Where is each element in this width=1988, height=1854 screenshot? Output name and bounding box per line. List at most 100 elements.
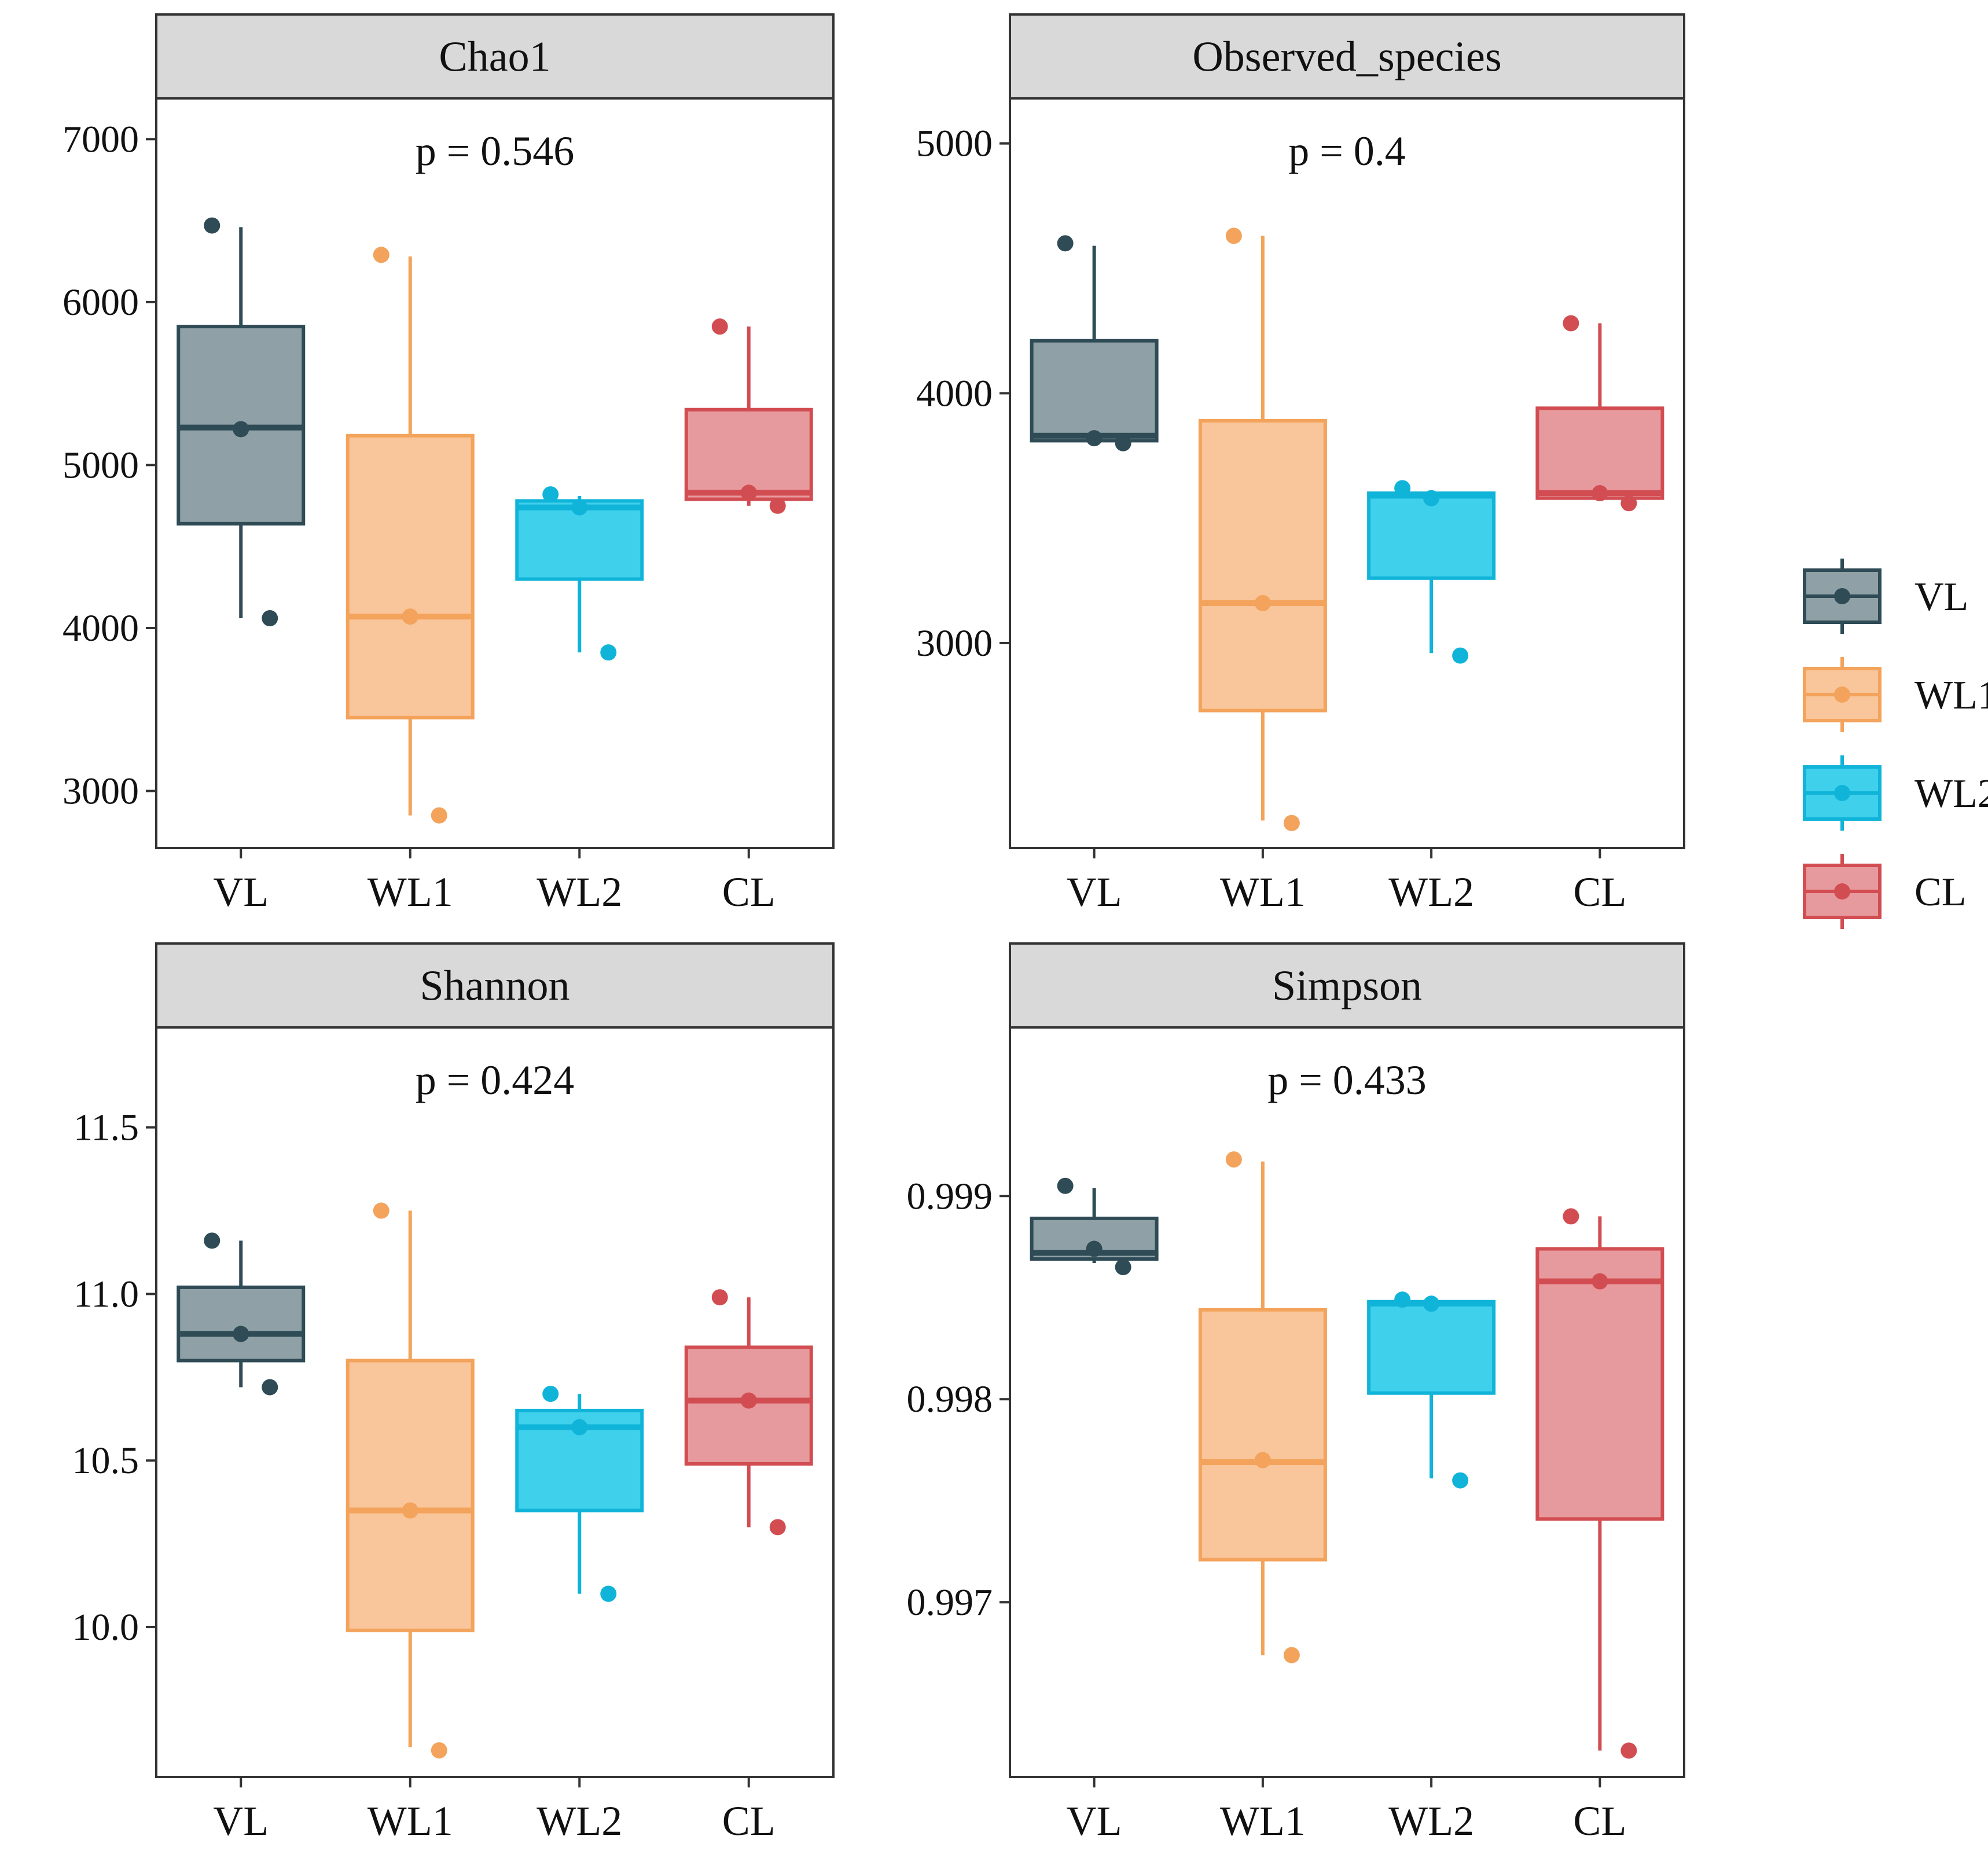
data-point [373,247,389,263]
x-tick-label-cl: CL [1573,869,1626,915]
data-point [769,1519,786,1536]
legend-item-cl: CL [1803,854,1966,929]
data-point [1283,814,1300,831]
box-iqr [1198,418,1327,713]
data-point [600,644,617,661]
y-tick-label: 4000 [63,607,139,649]
box-cl [684,1289,813,1536]
data-point [1452,1472,1469,1489]
y-tick-label: 0.997 [907,1581,993,1624]
box-wl1 [346,1202,475,1758]
box-cl [1535,1208,1664,1759]
data-point [1452,647,1469,664]
x-tick-label-wl2: WL2 [536,869,622,915]
p-value-label: p = 0.546 [416,128,575,174]
data-point [711,318,728,335]
panel-title: Shannon [420,963,570,1010]
data-point [1086,1240,1103,1257]
legend-label: VL [1914,575,1968,619]
data-point [769,497,786,514]
data-point [1563,1208,1579,1225]
panel-strip [155,13,835,100]
legend-key-point [1834,785,1850,801]
data-point [1283,1647,1300,1664]
panel-strip [1009,942,1685,1029]
box-iqr [1535,1247,1664,1521]
box-wl2 [1367,1291,1496,1489]
x-tick-label-wl1: WL1 [368,1798,453,1844]
data-point [1115,435,1131,451]
box-vl [177,1232,306,1396]
data-point [542,486,559,503]
data-point [373,1202,389,1219]
box-vl [177,217,306,627]
data-point [233,1326,249,1342]
data-point [1423,490,1440,506]
x-tick-label-vl: VL [1067,1798,1122,1844]
data-point [571,499,588,516]
data-point [431,807,447,824]
legend-item-vl: VL [1803,559,1968,634]
x-tick-label-wl1: WL1 [1220,1798,1306,1844]
legend-label: WL1 [1914,673,1988,718]
y-tick-label: 7000 [63,118,139,160]
box-iqr [1030,339,1159,443]
x-tick-label-vl: VL [213,869,269,915]
data-point [1394,480,1411,497]
panel-title: Chao1 [439,34,550,81]
data-point [1254,1452,1271,1468]
box-cl [684,318,813,514]
data-point [1225,227,1242,244]
data-point [262,610,278,627]
data-point [1620,495,1637,512]
legend-key [1803,854,1882,929]
box-wl2 [515,486,644,661]
data-point [542,1386,559,1403]
data-point [740,1392,757,1409]
box-iqr [346,434,475,719]
data-point [1115,1259,1131,1276]
panel-strip [155,942,835,1029]
box-iqr [346,1359,475,1632]
x-tick-label-wl2: WL2 [1388,869,1474,915]
y-tick-label: 5000 [63,444,139,486]
y-tick-label: 11.0 [74,1273,139,1315]
data-point [711,1289,728,1306]
x-tick-label-wl2: WL2 [536,1798,622,1844]
legend-item-wl1: WL1 [1803,657,1988,732]
data-point [571,1419,588,1436]
x-tick-label-cl: CL [1573,1798,1626,1844]
data-point [402,1502,418,1519]
x-tick-label-cl: CL [722,869,776,915]
legend-key [1803,657,1882,732]
panel-title: Simpson [1272,963,1422,1010]
data-point [1254,594,1271,611]
box-wl2 [1367,480,1496,664]
box-vl [1030,1177,1159,1276]
box-iqr [1535,406,1664,500]
panel-title: Observed_species [1192,34,1501,81]
y-tick-label: 0.999 [907,1175,993,1217]
data-point [402,608,418,625]
data-point [1225,1151,1242,1168]
data-point [1563,315,1579,332]
legend-key-point [1834,588,1850,604]
data-point [204,217,221,234]
data-point [1394,1291,1411,1308]
data-point [740,484,757,501]
y-tick-label: 0.998 [907,1378,993,1420]
x-tick-label-vl: VL [213,1798,269,1844]
data-point [1057,1177,1074,1194]
y-tick-label: 5000 [916,123,993,165]
data-point [1086,430,1103,447]
p-value-label: p = 0.4 [1288,128,1406,174]
box-iqr [684,407,813,501]
x-tick-label-cl: CL [722,1798,776,1844]
legend-key-point [1834,883,1850,900]
y-tick-label: 11.5 [74,1107,139,1149]
